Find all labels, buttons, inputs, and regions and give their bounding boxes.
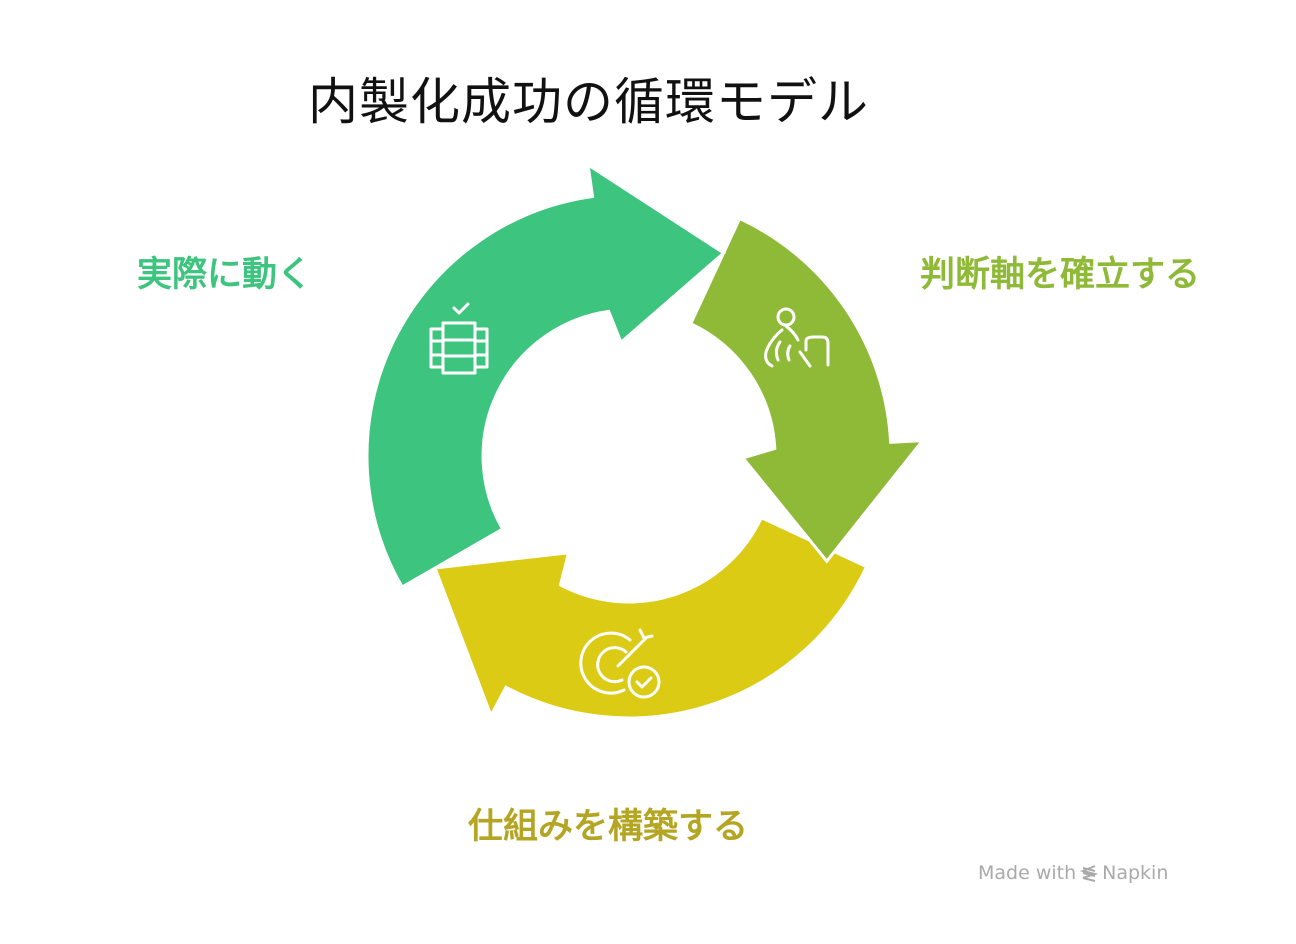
watermark-prefix: Made with xyxy=(978,862,1077,884)
page-title: 内製化成功の循環モデル xyxy=(308,73,869,131)
stage-label-criteria: 判断軸を確立する xyxy=(920,255,1201,295)
stage-label-act: 実際に動く xyxy=(137,255,313,295)
arrow-segment-act xyxy=(365,161,727,590)
napkin-watermark: Made with Napkin xyxy=(978,862,1168,884)
stage-label-system: 仕組みを構築する xyxy=(468,807,749,847)
person-hand-gesture-icon xyxy=(764,307,830,368)
checklist-server-icon xyxy=(429,302,489,375)
watermark-brand: Napkin xyxy=(1102,862,1169,884)
target-check-icon xyxy=(579,628,661,699)
arrow-segment-criteria xyxy=(688,216,926,564)
arrow-segment-system xyxy=(432,515,869,720)
napkin-logo-icon xyxy=(1079,865,1099,882)
